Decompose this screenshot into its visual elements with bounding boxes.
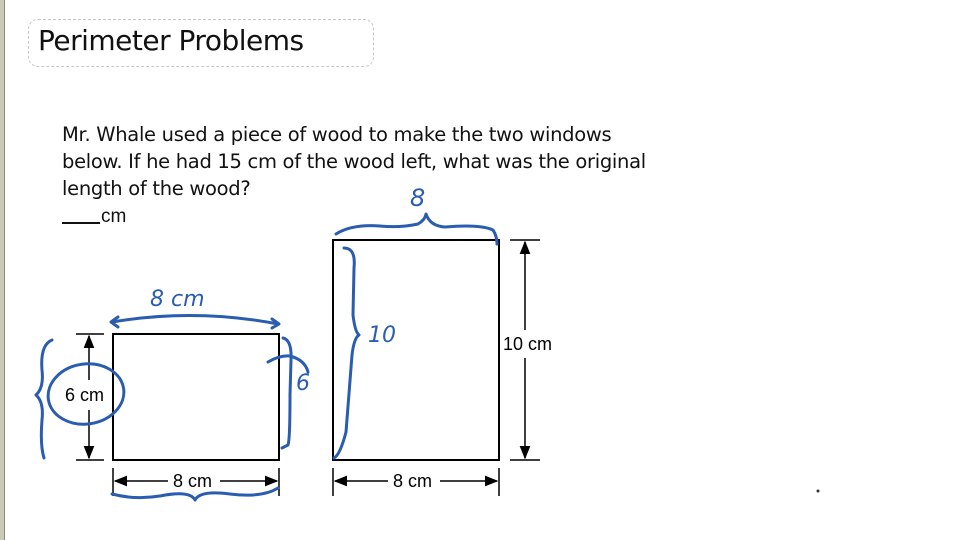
problem-line-3: length of the wood? (62, 177, 251, 200)
ink-label-8cm: 8 cm (150, 287, 205, 312)
ink-text: 8 cm 6 8 10 (150, 184, 425, 396)
answer-blank (62, 222, 100, 224)
window-edge-bar (0, 0, 5, 540)
ink-label-10: 10 (368, 323, 396, 348)
right-window-rect (332, 239, 500, 461)
ink-label-6: 6 (296, 371, 310, 396)
problem-text: Mr. Whale used a piece of wood to make t… (62, 121, 702, 202)
right-window-figure (332, 239, 540, 496)
slide-title: Perimeter Problems (38, 24, 304, 57)
problem-line-2: below. If he had 15 cm of the wood left,… (62, 150, 646, 173)
stray-dot (816, 489, 820, 493)
ink-circle-6cm (46, 362, 126, 426)
left-window-figure (76, 333, 280, 496)
answer-unit: cm (101, 206, 127, 227)
left-height-label: 6 cm (64, 385, 106, 405)
right-width-label: 8 cm (392, 471, 434, 491)
ink-annotations (34, 212, 499, 502)
left-window-rect (112, 333, 280, 461)
ink-top-arc-left (110, 313, 280, 326)
answer-field: cm (62, 206, 126, 228)
right-height-label: 10 cm (502, 334, 554, 354)
ink-label-8: 8 (410, 184, 425, 212)
title-placeholder-box (28, 19, 374, 67)
problem-line-1: Mr. Whale used a piece of wood to make t… (62, 123, 612, 146)
left-width-label: 8 cm (172, 471, 214, 491)
